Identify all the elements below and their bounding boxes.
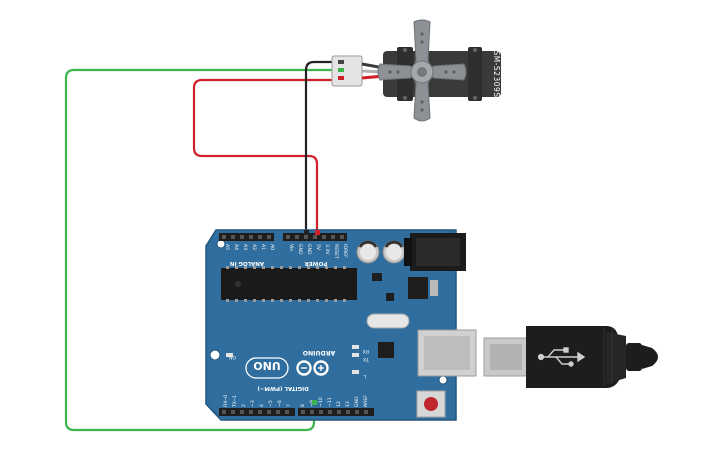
analog-pin-label: A0	[269, 244, 275, 250]
digital-pin-label: ~5	[268, 400, 274, 407]
ground-wire[interactable]	[304, 60, 339, 232]
power-jack[interactable]	[404, 233, 466, 271]
power-pin-label: RESET	[333, 244, 339, 259]
power-pin-label: IOREF	[342, 244, 348, 258]
mount-hole	[209, 349, 221, 361]
usb-symbol-icon	[537, 347, 586, 367]
servo-horn[interactable]	[377, 19, 467, 122]
status-leds	[226, 345, 359, 374]
analog-pin-label: A3	[242, 244, 248, 250]
digital-pin-label: ~11	[327, 397, 333, 407]
board-model-label: UNO	[253, 359, 281, 372]
board-brand-label: ARDUINO	[303, 349, 335, 356]
digital-pin-label: 8	[300, 404, 306, 407]
rx-led-label: RX	[363, 348, 369, 354]
power-pin-label: GND	[306, 244, 312, 255]
digital-label: DIGITAL (PWM~)	[257, 385, 309, 391]
microcontroller-chip	[221, 266, 357, 302]
digital-pin-label: 12	[336, 401, 342, 407]
digital-pin-label: 4	[259, 404, 265, 407]
power-pin-label: GND	[297, 244, 303, 255]
l-led-label: L	[363, 373, 366, 379]
digital-pin-label: 13	[345, 401, 351, 407]
reset-button[interactable]	[416, 390, 446, 418]
usb-interface-chip	[378, 342, 394, 358]
signal-wire[interactable]	[64, 68, 339, 432]
digital-header-high[interactable]	[298, 408, 374, 416]
power-wire[interactable]	[192, 78, 339, 232]
digital-pin-label: 2	[241, 404, 247, 407]
servo-model-label: SM-S2309S	[492, 50, 501, 97]
servo-motor[interactable]: SM-S2309S	[331, 19, 501, 122]
power-label: POWER	[304, 260, 328, 266]
digital-pin-label: ~6	[277, 400, 283, 407]
small-chip	[372, 273, 382, 281]
on-led-label: ON	[229, 354, 236, 360]
arduino-logo: UNO ARDUINO	[245, 349, 335, 379]
power-header[interactable]	[283, 233, 347, 241]
digital-pin-label: RX─0	[223, 395, 229, 407]
wire-endpoints	[304, 230, 320, 405]
digital-pin-label: TX─1	[232, 395, 238, 408]
wires	[64, 60, 339, 432]
digital-pin-label: ~10	[318, 397, 324, 407]
analog-header[interactable]	[219, 233, 274, 241]
crystal-oscillator	[366, 313, 410, 329]
tx-led-label: TX	[363, 356, 370, 362]
analog-pin-label: A2	[251, 244, 257, 250]
usb-cable[interactable]	[483, 326, 658, 388]
power-pin-label: Vin	[288, 244, 294, 251]
infinity-logo-icon	[296, 360, 329, 376]
mount-hole	[438, 375, 448, 385]
servo-connector	[331, 55, 363, 87]
digital-header-low[interactable]	[219, 408, 295, 416]
arduino-board[interactable]: A5 A4 A3 A2 A1 A0 Vin GND GND 5V 3.3V RE…	[205, 229, 477, 421]
small-chip	[386, 293, 394, 301]
voltage-regulator	[408, 277, 428, 299]
digital-pin-label: AREF	[363, 395, 369, 407]
digital-pin-label: 7	[286, 404, 292, 407]
analog-pin-label: A5	[224, 244, 230, 250]
power-pin-label: 3.3V	[324, 244, 330, 255]
digital-pin-label: ~3	[250, 400, 256, 407]
mount-hole	[216, 239, 226, 249]
digital-pin-label: GND	[354, 396, 360, 407]
analog-pin-label: A1	[260, 244, 266, 250]
power-pin-label: 5V	[315, 244, 321, 251]
analog-in-label: ANALOG IN	[230, 260, 265, 266]
capacitor	[356, 240, 380, 264]
capacitor	[382, 240, 406, 264]
analog-pin-label: A4	[233, 244, 239, 250]
usb-socket[interactable]	[417, 329, 477, 377]
